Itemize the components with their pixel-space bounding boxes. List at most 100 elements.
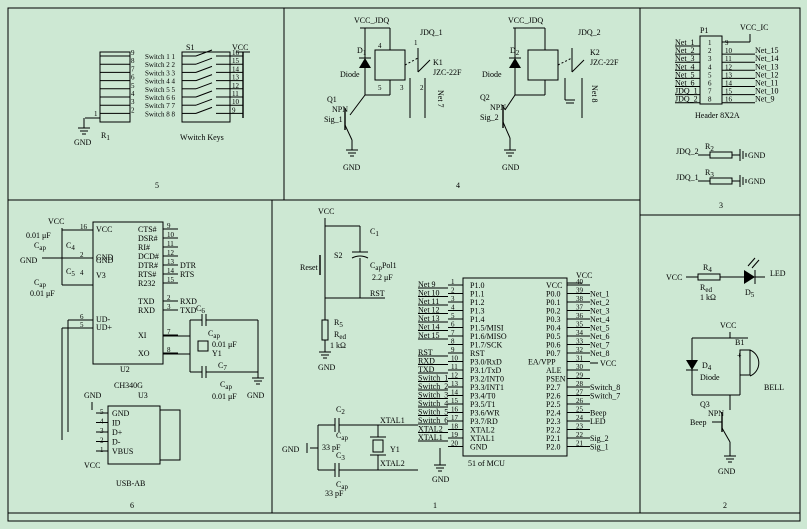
usb-c6: C6 bbox=[196, 304, 205, 315]
mcu-left-net: RXD bbox=[418, 357, 435, 366]
mcu-right-name: P0.4 bbox=[546, 324, 560, 333]
ch340-right-name: XO bbox=[138, 349, 150, 358]
mcu-left-name: P1.7/SCK bbox=[470, 341, 502, 350]
ch340-left-pin: 5 bbox=[80, 321, 84, 329]
bell-gnd: GND bbox=[718, 467, 736, 476]
mcu-right-net: Net_4 bbox=[590, 315, 610, 324]
switch-right-pin: 10 bbox=[232, 98, 240, 106]
switch-right-pin: 14 bbox=[232, 65, 240, 73]
reset-kohm: 1 kΩ bbox=[330, 341, 346, 350]
usb-c5: C5 bbox=[66, 267, 75, 278]
mcu-vcc-right: VCC bbox=[600, 359, 616, 368]
mcu-right-pin: 30 bbox=[576, 363, 584, 371]
reset-c1: C1 bbox=[370, 227, 379, 238]
switch-left-pin: 7 bbox=[131, 65, 135, 73]
mcu-right-name: P0.2 bbox=[546, 307, 560, 316]
bell-q3: Q3 bbox=[700, 400, 710, 409]
mcu-right-net: Net_8 bbox=[590, 349, 610, 358]
usb-gnd-conn: GND bbox=[84, 391, 102, 400]
mcu-right-pin: 32 bbox=[576, 346, 584, 354]
led-rval: Red bbox=[700, 283, 712, 294]
header-right-pin: 15 bbox=[725, 88, 733, 96]
switch-left-pin: 5 bbox=[131, 82, 135, 90]
reset-r5: R5 bbox=[334, 318, 343, 329]
switch-right-pin: 16 bbox=[232, 49, 240, 57]
relay1-gnd: GND bbox=[343, 163, 361, 172]
header-left-pin: 3 bbox=[708, 55, 712, 63]
d2-ref: D2 bbox=[510, 46, 520, 57]
usb-conn-num: 5 bbox=[100, 408, 104, 416]
mcu-right-pin: 23 bbox=[576, 423, 584, 431]
pd-gnd1: GND bbox=[748, 151, 766, 160]
pd-gnd2: GND bbox=[748, 177, 766, 186]
header-left-pin: 7 bbox=[708, 88, 712, 96]
led-vcc: VCC bbox=[666, 273, 682, 282]
d1-ref: D1 bbox=[357, 46, 367, 57]
mcu-vcc: VCC bbox=[576, 271, 592, 280]
mcu-right-pin: 25 bbox=[576, 406, 584, 414]
bell-b1: B1 bbox=[735, 338, 744, 347]
crystal-pf2: 33 pF bbox=[325, 489, 344, 498]
switch-right-pin: 15 bbox=[232, 57, 240, 65]
mcu-left-pin: 11 bbox=[451, 363, 458, 371]
usb-conn-pin: ID bbox=[112, 419, 121, 428]
region-4-label: 4 bbox=[456, 181, 460, 190]
mcu-left-name: P1.0 bbox=[470, 281, 484, 290]
usb-conn-num: 2 bbox=[100, 437, 104, 445]
mcu-right-pin: 24 bbox=[576, 414, 584, 422]
ch340-right-name: RXD bbox=[138, 306, 155, 315]
mcu-right-name: P0.1 bbox=[546, 298, 560, 307]
header-left-pin: 4 bbox=[708, 63, 712, 71]
header-left-label: Net_3 bbox=[675, 54, 695, 63]
relay1-pin5: 5 bbox=[378, 84, 382, 92]
ch340-right-pin: 7 bbox=[167, 328, 171, 336]
ch340-right-pin: 10 bbox=[167, 231, 175, 239]
mcu-right-net: Beep bbox=[590, 409, 606, 418]
mcu-left-name: P1.1 bbox=[470, 290, 484, 299]
bell-npn: NPN bbox=[708, 409, 724, 418]
mcu-left-pin: 4 bbox=[451, 304, 455, 312]
mcu-right-name: P2.3 bbox=[546, 417, 560, 426]
switch-r1: R1 bbox=[101, 131, 110, 142]
usb-vcc-conn: VCC bbox=[84, 461, 100, 470]
s1-ref: S1 bbox=[186, 43, 194, 52]
header-right-label: Net_12 bbox=[755, 70, 779, 79]
ch340-right-name: RTS# bbox=[138, 270, 156, 279]
mcu-left-name: P3.7/RD bbox=[470, 417, 498, 426]
mcu-right-name: P0.0 bbox=[546, 290, 560, 299]
diode2-label: Diode bbox=[482, 70, 502, 79]
switch-right-pin: 12 bbox=[232, 82, 240, 90]
region-6-label: 6 bbox=[130, 501, 134, 510]
ch340-rts: RTS bbox=[180, 270, 194, 279]
header-left-label: Net_6 bbox=[675, 79, 695, 88]
ch340-left-pin: 2 bbox=[80, 251, 84, 259]
switch-pin1: 1 bbox=[94, 110, 98, 118]
usb-c6val: 0.01 μF bbox=[212, 340, 237, 349]
mcu-right-name: P2.6 bbox=[546, 392, 560, 401]
header-right-label: Net_11 bbox=[755, 79, 778, 88]
mcu-right-name: P2.0 bbox=[546, 443, 560, 452]
mcu-left-pin: 18 bbox=[451, 423, 459, 431]
reset-vcc: VCC bbox=[318, 207, 334, 216]
relay1-pin4: 4 bbox=[378, 42, 382, 50]
jdq1-label: JDQ_1 bbox=[420, 28, 443, 37]
mcu-left-pin: 15 bbox=[451, 397, 459, 405]
bell-beep: Beep bbox=[690, 418, 706, 427]
header-left-label: Net_4 bbox=[675, 62, 695, 71]
mcu-right-pin: 31 bbox=[576, 355, 584, 363]
mcu-left-net: Net 10 bbox=[418, 289, 440, 298]
ch340-dtr: DTR bbox=[180, 261, 197, 270]
net7-label: Net 7 bbox=[436, 90, 445, 108]
ch340-left-pin: 16 bbox=[80, 223, 88, 231]
usb-cap3: Cap bbox=[208, 329, 220, 340]
mcu-left-net: Net 9 bbox=[418, 280, 436, 289]
mcu-left-pin: 20 bbox=[451, 440, 459, 448]
mcu-right-net: Switch_8 bbox=[590, 383, 620, 392]
header-right-label: Net_10 bbox=[755, 87, 779, 96]
led-r4: R4 bbox=[703, 263, 712, 274]
mcu-right-net: Net_3 bbox=[590, 307, 610, 316]
mcu-right-pin: 36 bbox=[576, 312, 584, 320]
